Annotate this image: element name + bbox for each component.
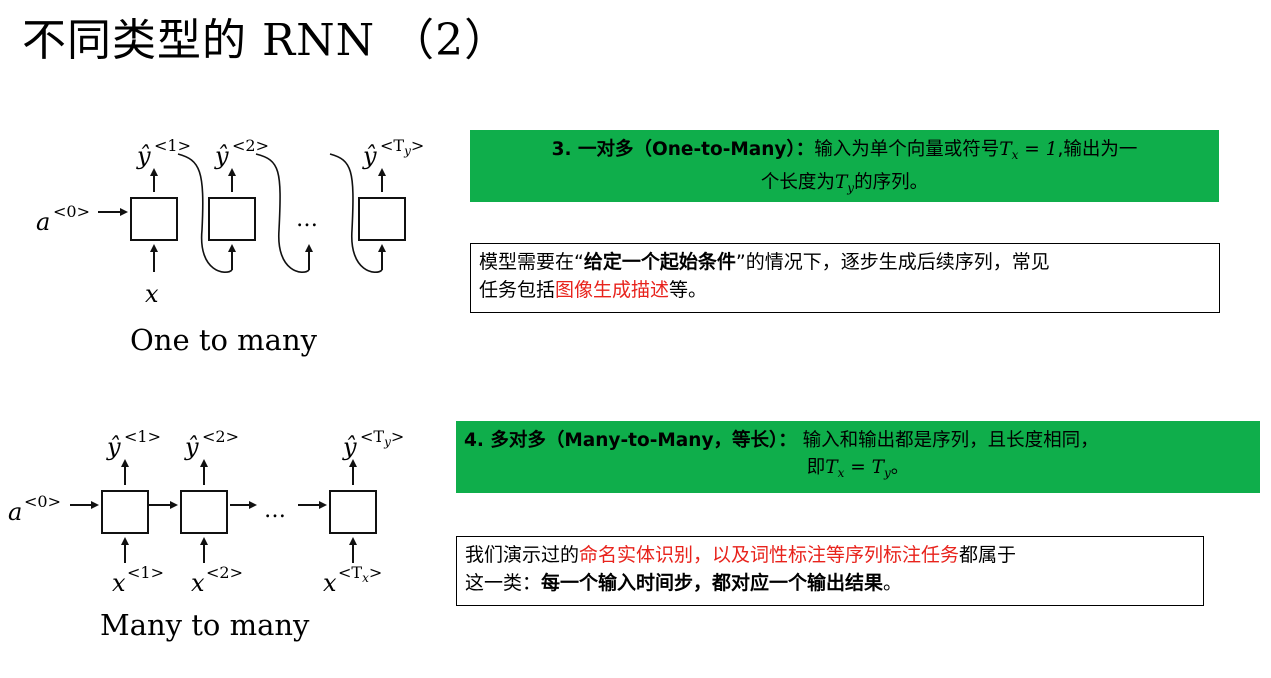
definition-text-4: 的序列。 <box>854 172 929 193</box>
a0-label: a <box>8 498 22 526</box>
output-3-sup-close: > <box>391 427 404 446</box>
note-text-3: 这一类： <box>465 572 542 594</box>
definition-text-2: 即 <box>806 457 826 478</box>
input-x: x <box>145 280 159 308</box>
input-3-sup-sub: x <box>362 571 369 585</box>
note-text-4: 等。 <box>669 279 708 301</box>
note-red: 命名实体识别，以及词性标注等序列标注任务 <box>579 544 960 566</box>
output-2-sup: <2> <box>202 427 239 446</box>
definition-line-2: 个长度为Ty的序列。 <box>480 169 1209 202</box>
rnn-cell-2 <box>180 490 228 534</box>
many-to-many-definition-box: 4. 多对多（Many-to-Many，等长）： 输入和输出都是序列，且长度相同… <box>456 421 1260 493</box>
note-text-2: 都属于 <box>959 544 1017 566</box>
many-to-many-caption: Many to many <box>100 608 310 642</box>
definition-text-1: 输入为单个向量或符号 <box>814 139 1000 160</box>
ellipsis: … <box>264 498 286 523</box>
output-2: ŷ <box>184 433 199 461</box>
feedback-curve-1 <box>177 153 233 274</box>
output-3-sup-close: > <box>411 136 424 155</box>
definition-line-1: 4. 多对多（Many-to-Many，等长）： 输入和输出都是序列，且长度相同… <box>464 427 1252 454</box>
math-tx-eq-ty: Tx = Ty <box>825 457 891 480</box>
input-3-sup-open: <T <box>338 563 362 582</box>
a0-label: a <box>36 208 50 236</box>
definition-text-3: 。 <box>890 457 910 478</box>
note-text-2: ”的情况下，逐步生成后续序列，常见 <box>735 251 1050 273</box>
math-tx-sub: x <box>1011 148 1019 162</box>
output-3-sup-open: <T <box>360 427 384 446</box>
slide-title: 不同类型的 RNN （2） <box>22 15 510 66</box>
input-2-sup: <2> <box>206 563 243 582</box>
input-1-sup: <1> <box>127 563 164 582</box>
rnn-cell-1 <box>101 490 149 534</box>
input-3-sup-close: > <box>369 563 382 582</box>
output-1-sup: <1> <box>124 427 161 446</box>
definition-text-2: ,输出为一 <box>1057 139 1138 160</box>
definition-line-1: 3. 一对多（One-to-Many）：输入为单个向量或符号Tx = 1,输出为… <box>480 136 1209 169</box>
math-tx-base: T <box>825 457 838 478</box>
input-1: x <box>112 569 126 597</box>
note-bold: 每一个输入时间步，都对应一个输出结果 <box>541 572 884 594</box>
feedback-curve-2 <box>255 153 310 274</box>
many-to-many-diagram: a <0> … ŷ <1> ŷ <2> ŷ <Ty> x <1> x <2> x… <box>8 427 404 642</box>
rnn-cell-3 <box>329 490 377 534</box>
definition-line-2: 即Tx = Ty。 <box>464 454 1252 487</box>
definition-text-3: 个长度为 <box>760 172 835 193</box>
output-3-sup: <Ty> <box>360 427 404 449</box>
input-2: x <box>191 569 205 597</box>
one-to-many-caption: One to many <box>130 323 318 357</box>
input-3-sup: <Tx> <box>338 563 382 585</box>
note-text-4: 。 <box>883 572 903 594</box>
one-to-many-note-box: 模型需要在“给定一个起始条件”的情况下，逐步生成后续序列，常见 任务包括图像生成… <box>470 243 1220 313</box>
note-bold: 给定一个起始条件 <box>583 251 736 273</box>
math-ty: Ty <box>834 172 855 195</box>
math-ty-sub: y <box>883 466 891 480</box>
output-2-sup: <2> <box>232 136 269 155</box>
input-3: x <box>323 569 337 597</box>
output-3-sup-sub: y <box>403 144 411 158</box>
math-ty-base: T <box>834 172 848 193</box>
feedback-curve-3 <box>329 153 383 274</box>
one-to-many-definition-box: 3. 一对多（One-to-Many）：输入为单个向量或符号Tx = 1,输出为… <box>470 130 1219 202</box>
output-2: ŷ <box>214 142 229 170</box>
math-tx: Tx = 1 <box>999 139 1058 162</box>
output-1: ŷ <box>106 433 121 461</box>
definition-lead: 4. 多对多（Many-to-Many，等长）： <box>464 430 797 451</box>
many-to-many-note-box: 我们演示过的命名实体识别，以及词性标注等序列标注任务都属于 这一类：每一个输入时… <box>456 536 1204 606</box>
output-1: ŷ <box>136 142 151 170</box>
math-tx-base: T <box>999 139 1012 160</box>
math-eq: = <box>844 457 872 478</box>
note-text-1: 模型需要在“ <box>479 251 584 273</box>
a0-sup: <0> <box>53 202 90 221</box>
output-3-sup-sub: y <box>383 435 391 449</box>
note-red: 图像生成描述 <box>555 279 670 301</box>
a0-sup: <0> <box>24 492 61 511</box>
output-3-sup-open: <T <box>380 136 404 155</box>
rnn-cell-3 <box>358 197 406 241</box>
note-text-1: 我们演示过的 <box>465 544 580 566</box>
ellipsis: … <box>296 207 318 232</box>
math-ty-base: T <box>871 457 884 478</box>
rnn-cell-2 <box>208 197 256 241</box>
output-3-sup: <Ty> <box>380 136 424 158</box>
definition-text-1: 输入和输出都是序列，且长度相同， <box>796 430 1099 451</box>
one-to-many-diagram: a <0> … x ŷ <1> ŷ <2> ŷ <Ty> One to many <box>36 136 424 357</box>
output-3: ŷ <box>342 433 357 461</box>
output-3: ŷ <box>362 142 377 170</box>
math-ty-sub: y <box>847 181 855 195</box>
rnn-cell-1 <box>130 197 178 241</box>
math-tx-sub: x <box>837 466 845 480</box>
definition-lead: 3. 一对多（One-to-Many）： <box>551 139 815 160</box>
note-text-3: 任务包括 <box>479 279 556 301</box>
math-tx-rest: = 1 <box>1018 139 1058 160</box>
output-1-sup: <1> <box>154 136 191 155</box>
